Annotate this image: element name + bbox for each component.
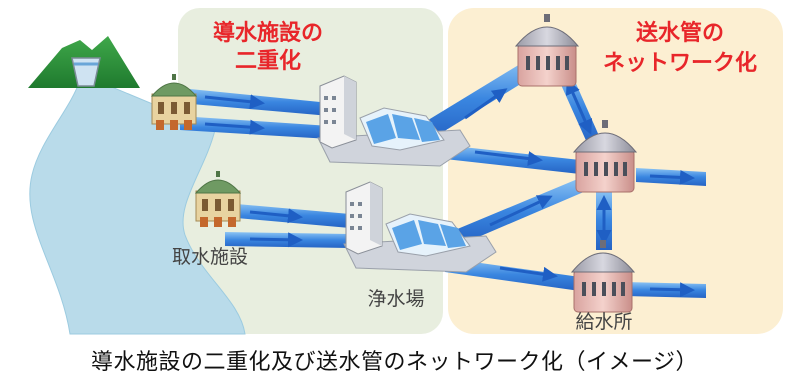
- purification-plant-label: 浄水場: [367, 288, 424, 310]
- intake-tower-lower: [194, 171, 242, 227]
- purification-plant-lower: [343, 181, 497, 273]
- river: [29, 79, 246, 335]
- figure-caption: 導水施設の二重化及び送水管のネットワーク化（イメージ）: [90, 350, 699, 375]
- distribution-reservoir-bottom: [570, 240, 636, 313]
- distribution-reservoir-label: 給水所: [575, 311, 632, 333]
- distribution-reservoir-middle: [572, 120, 638, 193]
- intake-label: 取水施設: [172, 246, 248, 268]
- distribution-reservoir-top: [514, 14, 580, 87]
- headrace-title-line1: 導水施設の: [213, 20, 323, 46]
- headrace-title-line2: 二重化: [235, 48, 301, 74]
- network-title-line2: ネットワーク化: [603, 50, 757, 76]
- mountain-dam: [28, 36, 140, 88]
- network-title-line1: 送水管の: [636, 20, 724, 46]
- flow-arrows: [204, 79, 695, 298]
- purification-plant-upper: [317, 75, 471, 167]
- intake-tower-upper: [150, 74, 198, 130]
